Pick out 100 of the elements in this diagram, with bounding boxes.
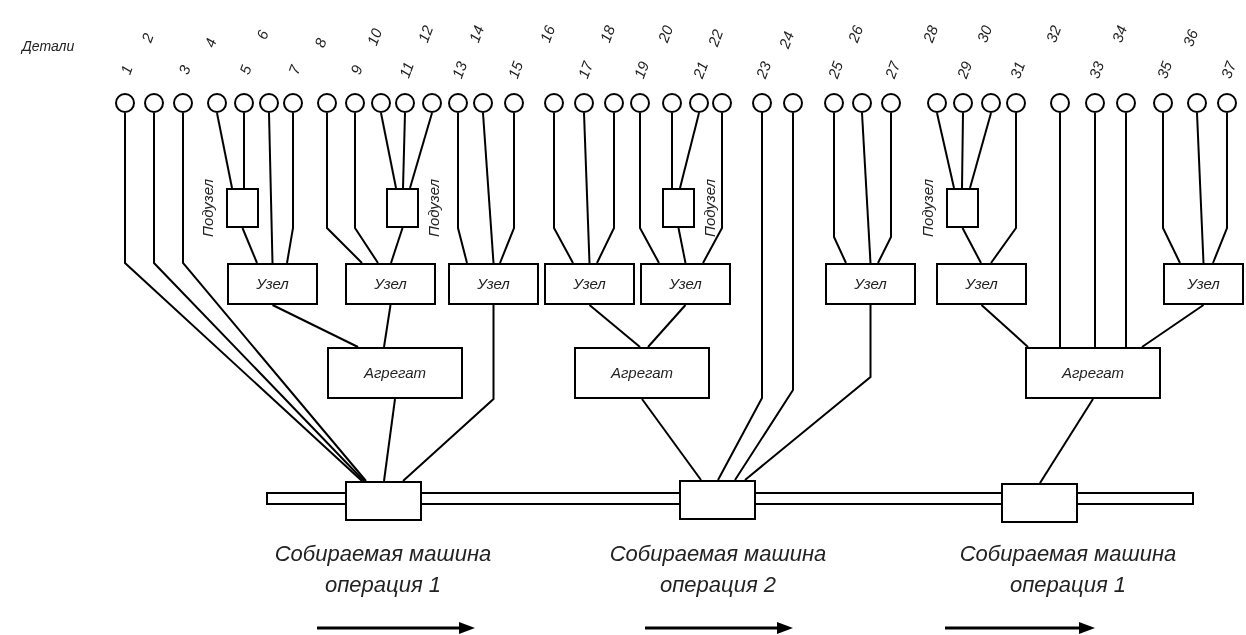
subassembly-label: Подузел [423,179,443,237]
connector-line [383,304,392,348]
box-label: Агрегат [363,362,427,383]
connector-line [241,227,258,264]
connector-line [677,227,687,264]
parts-heading: Детали [22,37,75,56]
connector-line [980,304,1029,348]
connector-line [588,304,641,348]
connector-line [216,112,233,189]
part-number: 2 [136,30,158,46]
connector-line [744,304,872,481]
part-number: 7 [283,62,305,78]
part-number: 21 [688,58,713,82]
machine-box [1001,483,1078,523]
aggregate-box [1025,347,1161,399]
connector-line [1094,112,1096,348]
part-number: 13 [447,58,472,82]
subassembly-label: Подузел [917,179,937,237]
connector-line [961,227,982,264]
connector-line [499,112,515,264]
part-number: 32 [1041,22,1066,46]
connector-line [1212,112,1228,264]
machine-caption: Собираемая машина операция 2 [608,540,828,600]
part-number: 27 [880,58,905,82]
part-number: 19 [629,58,654,82]
box-label: Узел [256,273,289,294]
part-number: 1 [115,62,137,78]
connector-line [380,112,397,189]
part-number: 35 [1152,58,1177,82]
connector-line [390,227,404,264]
assembly-box [345,263,436,305]
connector-line [286,112,294,264]
connector-line [961,112,964,189]
part-number: 15 [503,58,528,82]
part-number: 10 [362,25,387,49]
part-number: 17 [573,58,598,82]
connector-line [402,304,495,482]
machine-caption: Собираемая машина операция 1 [958,540,1178,600]
part-number: 26 [843,22,868,46]
part-number: 14 [464,22,489,46]
box-label: Узел [965,273,998,294]
connector-line [596,112,615,264]
connector-line [679,112,700,189]
box-label: Узел [477,273,510,294]
assembly-box [544,263,635,305]
connector-line [553,112,574,264]
connector-line [326,112,363,264]
connector-line [1196,112,1205,264]
part-number: 34 [1107,22,1132,46]
connector-line [1141,304,1205,348]
part-number: 9 [345,62,367,78]
part-number: 28 [918,22,943,46]
subassembly-label: Подузел [699,179,719,237]
part-number: 33 [1084,58,1109,82]
connector-line [1039,398,1094,484]
part-number: 23 [751,58,776,82]
connector-line [271,304,359,348]
part-number: 3 [173,62,195,78]
connector-line [647,304,687,348]
aggregate-box [327,347,463,399]
connector-line [268,112,274,264]
part-number: 11 [394,58,418,82]
connector-line [354,112,379,264]
connector-line [717,112,763,481]
box-label: Агрегат [610,362,674,383]
connector-line [877,112,892,264]
part-number: 29 [952,58,977,82]
connector-line [482,112,495,264]
part-number: 31 [1005,58,1030,82]
box-label: Узел [669,273,702,294]
box-label: Узел [573,273,606,294]
part-number: 36 [1178,26,1203,50]
aggregate-box [574,347,710,399]
part-number: 37 [1216,58,1241,82]
part-number: 25 [823,58,848,82]
connector-line [702,112,723,264]
connector-line [861,112,872,264]
part-number: 8 [309,35,331,51]
connector-line [833,112,847,264]
assembly-box [1163,263,1244,305]
connector-line [457,112,468,264]
connector-line [1162,112,1181,264]
connector-line [1125,112,1127,348]
part-number: 18 [595,22,620,46]
connector-line [936,112,955,189]
connector-line [734,112,794,481]
connector-line [402,112,406,189]
assembly-box [936,263,1027,305]
assembly-box [640,263,731,305]
assembly-box [825,263,916,305]
part-number: 12 [413,22,438,46]
machine-box [345,481,422,521]
connector-line [969,112,992,189]
connector-line [641,398,702,481]
box-label: Узел [374,273,407,294]
box-label: Узел [854,273,887,294]
part-number: 6 [251,27,273,43]
part-number: 22 [703,26,728,50]
subassembly-label: Подузел [197,179,217,237]
machine-caption: Собираемая машина операция 1 [273,540,493,600]
